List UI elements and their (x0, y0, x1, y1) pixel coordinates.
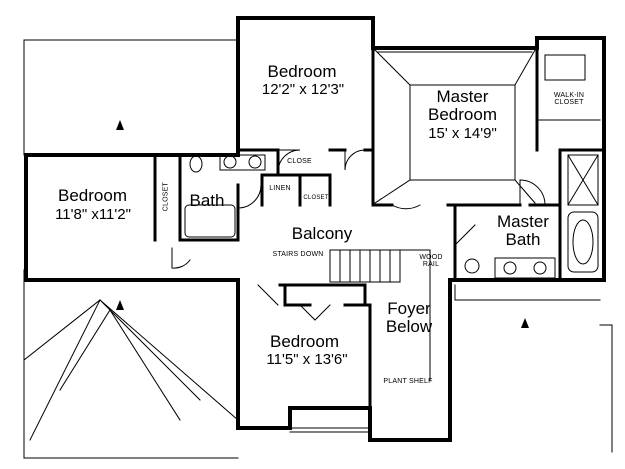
balcony-name: Balcony (291, 224, 353, 243)
stairs-down-label: STAIRS DOWN (272, 251, 324, 258)
interior-walls (153, 16, 606, 410)
tray-ceiling (374, 49, 536, 204)
bedroom-bottom-size: 11'5" x 13'6" (266, 351, 348, 368)
bath-fixtures (184, 54, 601, 279)
closet-small-label: CLOSET (303, 195, 329, 201)
linen-label: LINEN (269, 185, 291, 192)
door-swings (171, 149, 546, 321)
closet-vertical-label: CLOSET (162, 182, 170, 212)
roof-outline (23, 39, 613, 459)
plant-shelf-label: PLANT SHELF (383, 378, 433, 385)
wood-rail-label: WOOD RAIL (419, 254, 443, 269)
foyer-name: Foyer Below (385, 299, 433, 336)
close-label: CLOSE (287, 158, 312, 165)
bedroom-bottom-name: Bedroom (270, 332, 339, 351)
slope-arrows (116, 120, 529, 328)
bedroom-left-name: Bedroom (58, 186, 127, 205)
stairs (329, 249, 431, 381)
master-bath-name: Master Bath (497, 212, 549, 249)
bedroom-left-size: 11'8" x11'2" (55, 206, 131, 223)
roof-valley-lines (23, 299, 239, 441)
master-bedroom-size: 15' x 14'9" (428, 125, 497, 142)
bath-name: Bath (189, 191, 225, 210)
walk-in-closet-label: WALK-IN CLOSET (553, 92, 585, 107)
window-frames (289, 407, 371, 433)
master-bedroom-name: Master Bedroom (428, 87, 497, 124)
bedroom-top-size: 12'2" x 12'3" (261, 81, 345, 98)
bedroom-top-name: Bedroom (267, 62, 337, 81)
